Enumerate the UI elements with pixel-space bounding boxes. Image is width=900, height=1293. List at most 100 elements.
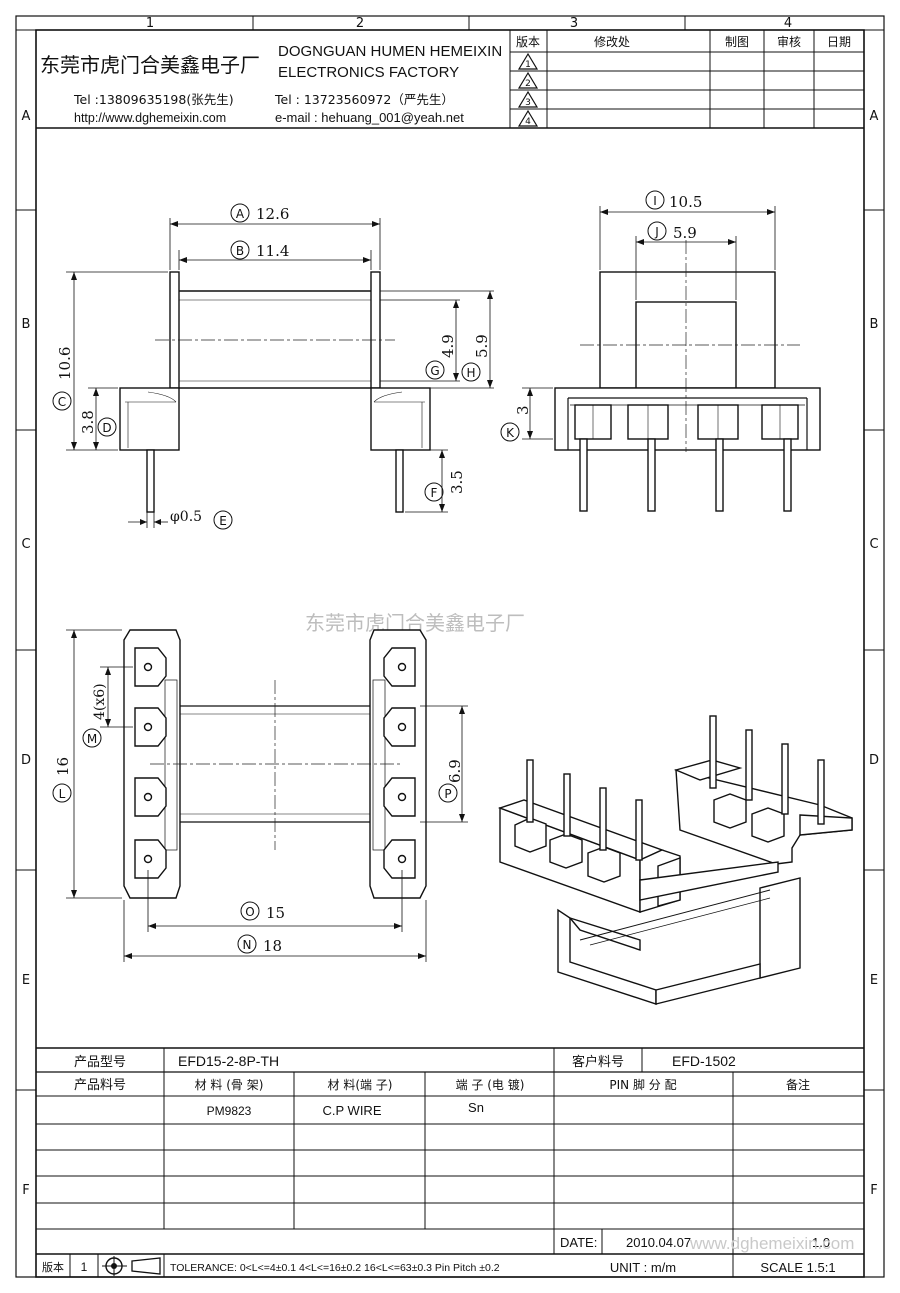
dim-a-label: A 12.6 (230, 203, 289, 223)
dim-c-label: 10.6 C (52, 347, 74, 411)
label-material-bobbin: 材 料 (骨 架) (195, 1078, 264, 1092)
rev-triangle-1: 1 (517, 52, 539, 70)
tolerance-text: TOLERANCE: 0<L<=4±0.1 4<L<=16±0.2 16<L<=… (170, 1262, 500, 1274)
front-view: A 12.6 B 11.4 10.6 C 3.8 D φ0.5 E F 3.5 (52, 203, 494, 530)
label-product-code: 产品料号 (74, 1078, 126, 1093)
dim-f-label: F 3.5 (424, 470, 466, 502)
rev-triangle-3: 3 (517, 90, 539, 108)
dim-g-letter: G (430, 364, 439, 378)
label-customer-code: 客户料号 (572, 1054, 624, 1070)
dim-e-value: φ0.5 (170, 509, 202, 525)
dim-d-letter: D (102, 421, 111, 435)
rev-header-version: 版本 (516, 35, 540, 49)
company-website[interactable]: http://www.dghemeixin.com (74, 111, 226, 125)
dim-f-value: 3.5 (448, 470, 466, 494)
dim-p-value: 6.9 (446, 759, 464, 783)
dim-m-value: 4(x6) (92, 683, 108, 720)
row-label-e-right: E (870, 973, 878, 988)
side-view: I 10.5 J 5.9 3 K (500, 190, 821, 512)
dim-d-label: 3.8 D (79, 410, 117, 437)
dim-m-letter: M (87, 732, 97, 746)
row-label-d-right: D (869, 753, 879, 768)
revision-table: 版本 修改处 制图 审核 日期 1 2 3 4 (510, 30, 864, 128)
dim-d-value: 3.8 (79, 410, 97, 434)
dim-b-value: 11.4 (256, 242, 289, 260)
dim-h-label: H 5.9 (461, 334, 491, 382)
dim-f-letter: F (431, 486, 438, 500)
rev-triangle-4-number: 4 (525, 117, 531, 127)
value-product-model: EFD15-2-8P-TH (178, 1053, 279, 1069)
label-pin-assign: PIN 脚 分 配 (609, 1077, 676, 1092)
dim-p-label: P 6.9 (438, 759, 464, 803)
footer-version-label: 版本 (42, 1260, 64, 1274)
dim-j-label: J 5.9 (647, 221, 697, 242)
isometric-view (497, 715, 853, 1005)
company-name-en-1: DOGNGUAN HUMEN HEMEIXIN (278, 43, 502, 60)
label-product-model: 产品型号 (74, 1055, 126, 1070)
dim-g-label: G 4.9 (425, 334, 457, 380)
dim-l-label: 16 L (52, 757, 72, 803)
page-version: 1.0 (812, 1235, 830, 1250)
value-customer-code: EFD-1502 (672, 1053, 736, 1069)
row-label-f-right: F (870, 1183, 877, 1198)
row-label-b-left: B (22, 317, 31, 332)
dim-k-letter: K (506, 426, 515, 440)
dim-j-letter: J (654, 225, 659, 239)
row-label-e-left: E (22, 973, 30, 988)
rev-header-checked: 审核 (777, 34, 801, 49)
dim-o-value: 15 (266, 904, 285, 922)
title-block: 东莞市虎门合美鑫电子厂 DOGNGUAN HUMEN HEMEIXIN ELEC… (36, 30, 864, 129)
dim-n-value: 18 (263, 937, 282, 955)
dim-n-letter: N (243, 938, 252, 952)
rev-header-date: 日期 (827, 35, 851, 49)
label-remark: 备注 (786, 1077, 810, 1092)
rev-triangle-2-number: 2 (525, 79, 531, 89)
dim-h-value: 5.9 (473, 334, 491, 358)
row-label-a-left: A (22, 109, 31, 124)
company-name-en-2: ELECTRONICS FACTORY (278, 64, 459, 81)
dim-e-label: φ0.5 E (170, 509, 233, 530)
dim-k-label: 3 K (500, 405, 532, 442)
dim-j-value: 5.9 (673, 224, 697, 242)
bottom-view: 16 L 4(x6) M N 18 O 15 P 6.9 (52, 629, 468, 962)
rev-triangle-1-number: 1 (525, 60, 531, 70)
date-label: DATE: (560, 1235, 597, 1250)
dim-c-value: 10.6 (56, 347, 74, 380)
company-email[interactable]: e-mail : hehuang_001@yeah.net (275, 110, 464, 125)
scale-text: SCALE 1.5:1 (760, 1260, 835, 1275)
dim-k-value: 3 (514, 405, 532, 415)
rev-header-change: 修改处 (594, 34, 630, 49)
sheet-frame: 1 2 3 4 A B C D E F A B C D E F (15, 15, 885, 1278)
rev-triangle-4: 4 (517, 109, 539, 127)
dim-l-letter: L (59, 787, 66, 801)
row-label-d-left: D (21, 753, 31, 768)
row-label-c-right: C (869, 537, 878, 552)
dim-i-value: 10.5 (669, 193, 702, 211)
dim-e-letter: E (219, 514, 227, 528)
value-material-bobbin: PM9823 (207, 1104, 252, 1118)
dim-a-value: 12.6 (256, 205, 289, 223)
footer-strip: 版本 1 TOLERANCE: 0<L<=4±0.1 4<L<=16±0.2 1… (42, 1254, 836, 1277)
dim-c-letter: C (58, 395, 66, 409)
date-value: 2010.04.07 (626, 1235, 691, 1250)
row-label-b-right: B (870, 317, 879, 332)
company-tel-1: Tel :13809635198(张先生) (73, 92, 234, 107)
value-material-pin: C.P WIRE (323, 1103, 382, 1118)
dim-i-letter: I (653, 194, 657, 208)
dim-p-letter: P (444, 787, 451, 801)
dim-b-letter: B (236, 244, 244, 258)
row-label-a-right: A (870, 109, 879, 124)
row-label-f-left: F (22, 1183, 29, 1198)
rev-triangle-3-number: 3 (525, 98, 531, 108)
rev-header-drawn: 制图 (725, 35, 749, 49)
company-tel-2: Tel : 13723560972（严先生） (274, 92, 454, 107)
projection-symbol-icon (102, 1256, 161, 1276)
column-label-3: 3 (570, 16, 578, 31)
dim-g-value: 4.9 (439, 334, 457, 358)
value-plating: Sn (468, 1100, 484, 1115)
column-label-4: 4 (784, 16, 792, 31)
dim-h-letter: H (466, 366, 475, 380)
label-plating: 端 子 (电 镀) (456, 1078, 525, 1092)
dim-a-letter: A (236, 207, 245, 221)
